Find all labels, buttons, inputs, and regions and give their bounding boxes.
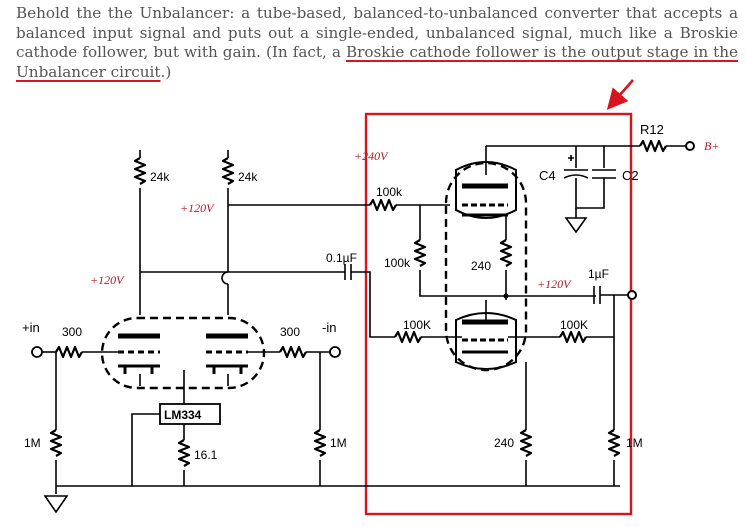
input-dual-triode xyxy=(100,316,266,390)
capacitor-c4 xyxy=(563,155,589,179)
resistor-1m-left xyxy=(49,429,63,457)
label-cap-1uf: 1µF xyxy=(588,267,609,281)
output-terminal[interactable] xyxy=(627,290,637,300)
ground-icon xyxy=(43,495,69,514)
broskie-link[interactable]: Broskie cathode follower is the output s… xyxy=(16,43,738,81)
label-in-plus: +in xyxy=(22,320,40,335)
resistor-100k-left xyxy=(413,239,427,267)
label-120v-right: +120V xyxy=(537,277,572,291)
intro-text: Behold the the Unbalancer: a tube-based,… xyxy=(16,4,738,61)
label-c2: C2 xyxy=(622,168,639,183)
capacitor-1uf xyxy=(593,286,601,304)
label-240v: +240V xyxy=(354,149,389,163)
resistor-24k-right xyxy=(221,150,235,315)
intro-paragraph: Behold the the Unbalancer: a tube-based,… xyxy=(16,4,738,82)
label-1m-right: 1M xyxy=(626,436,643,450)
annotation-arrow xyxy=(606,79,634,110)
resistor-16-1 xyxy=(177,439,191,467)
output-dual-triode xyxy=(444,161,528,372)
label-300-left: 300 xyxy=(62,325,82,339)
label-in-minus: -in xyxy=(322,320,336,335)
label-16-1: 16.1 xyxy=(194,448,218,462)
label-24k-left: 24k xyxy=(150,170,170,184)
intro-text-end: .) xyxy=(160,62,172,81)
label-120v-mid: +120V xyxy=(180,201,215,215)
resistor-r12 xyxy=(639,139,667,153)
b-plus-terminal[interactable] xyxy=(685,141,695,151)
resistor-300-left xyxy=(55,345,83,359)
label-240-tube: 240 xyxy=(471,259,491,273)
resistor-100K-a xyxy=(394,330,422,344)
label-100k-top: 100k xyxy=(376,185,403,199)
resistor-300-right xyxy=(279,345,307,359)
capacitor-0-1uf xyxy=(344,264,352,280)
resistor-240-bottom xyxy=(519,429,533,457)
resistor-100k-top xyxy=(369,198,397,212)
highlight-box xyxy=(364,112,633,516)
label-100K-b: 100K xyxy=(560,318,588,332)
resistor-1m-right xyxy=(607,429,621,457)
label-1m-mid: 1M xyxy=(330,436,347,450)
label-120v-left: +120V xyxy=(90,273,125,287)
label-100K-a: 100K xyxy=(403,318,431,332)
label-240-bottom: 240 xyxy=(494,436,514,450)
ground-icon-c4 xyxy=(564,217,588,234)
label-100k-left: 100k xyxy=(384,256,411,270)
resistor-240-tube xyxy=(499,239,513,267)
input-minus-terminal[interactable] xyxy=(329,346,341,358)
label-cap-0-1uf: 0.1µF xyxy=(326,251,357,265)
label-r12: R12 xyxy=(640,122,664,137)
label-24k-right: 24k xyxy=(238,170,258,184)
label-lm334: LM334 xyxy=(164,408,202,422)
capacitor-c2 xyxy=(592,169,616,179)
resistor-24k-left xyxy=(133,150,147,315)
label-300-right: 300 xyxy=(280,325,300,339)
resistor-100K-b xyxy=(559,330,587,344)
label-b-plus: B+ xyxy=(704,139,719,153)
resistor-1m-mid xyxy=(313,429,327,457)
label-1m-left: 1M xyxy=(24,436,41,450)
input-plus-terminal[interactable] xyxy=(31,346,43,358)
label-c4: C4 xyxy=(539,168,556,183)
